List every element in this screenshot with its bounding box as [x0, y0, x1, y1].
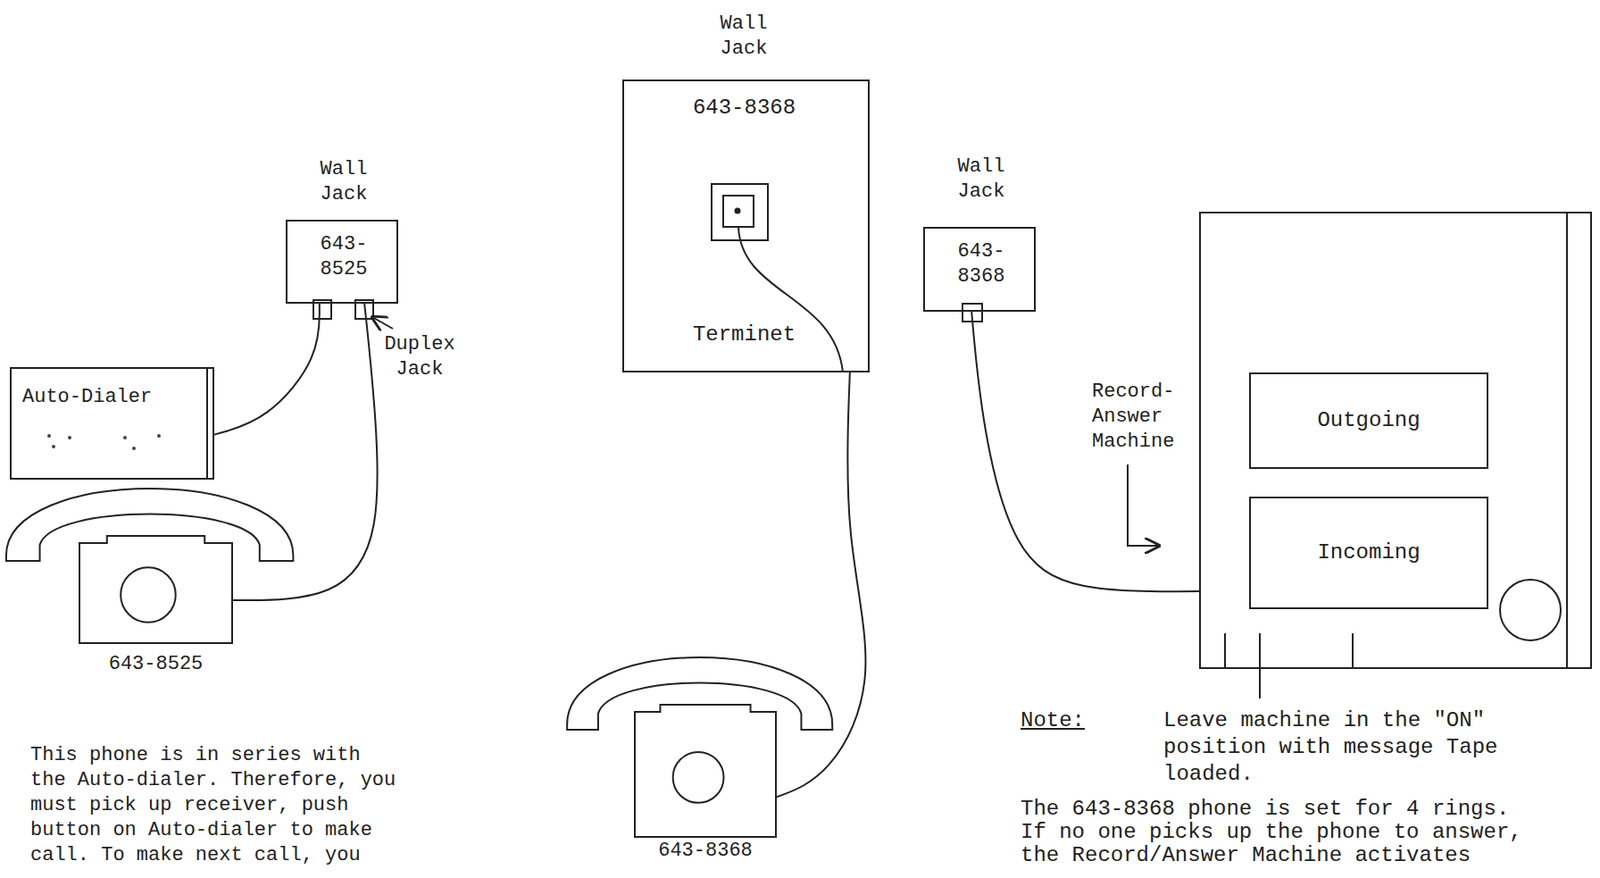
phone-body — [79, 535, 233, 643]
pointer-arrow — [1127, 464, 1159, 546]
telephone: 643-8525 — [79, 535, 233, 643]
phone-cord — [214, 303, 320, 435]
telephone-drawing — [634, 704, 776, 837]
phone-cord — [775, 372, 866, 798]
machine-edge — [1566, 211, 1568, 669]
record-answer-machine: OutgoingIncomingRecord- Answer Machine — [1199, 211, 1592, 669]
wall-jack: Wall Jack643- 8368 — [923, 226, 1036, 312]
phone-number: 643-8368 — [625, 838, 785, 864]
phone-body — [634, 704, 776, 837]
machine-switch — [1351, 633, 1354, 669]
machine-switch — [1224, 633, 1226, 669]
dialer-edge — [206, 366, 209, 480]
device-name: Auto-Dialer — [22, 384, 201, 410]
callout-label: Duplex Jack — [379, 332, 460, 383]
telephone: 643-8368 — [634, 704, 776, 837]
terminet-jack-pin — [735, 208, 741, 214]
phone-cord — [232, 303, 378, 600]
instruction-note: Leave machine in the "ON" position with … — [1163, 707, 1503, 788]
phone-handset — [6, 488, 293, 561]
slot-name: Incoming — [1316, 540, 1420, 566]
phone-cord — [971, 311, 1200, 592]
jack-heading: Wall Jack — [312, 157, 375, 208]
phone-number: 643-8525 — [70, 651, 242, 677]
tape-slot: Outgoing — [1249, 372, 1489, 469]
terminet-jack — [711, 183, 768, 241]
pointer-arrow — [372, 316, 393, 329]
dialer-specks — [47, 433, 161, 450]
phone-dial — [673, 751, 725, 803]
device-name: Terminet — [624, 322, 865, 348]
instruction-note: This phone is in series with the Auto-di… — [30, 742, 401, 868]
note-heading: Note: — [1020, 707, 1101, 734]
terminet-cord — [738, 226, 843, 373]
terminet: Wall Jack643-8368Terminet — [622, 79, 870, 373]
terminet-jack-inner — [723, 195, 754, 227]
telephone-drawing — [79, 535, 233, 643]
phone-number: 643-8368 — [624, 95, 865, 121]
auto-dialer: Auto-Dialer — [9, 366, 215, 480]
phone-number: 643- 8368 — [954, 239, 1009, 290]
wall-jack: Wall Jack643- 8525 — [285, 219, 399, 304]
tape-slot: Incoming — [1249, 496, 1489, 609]
jack-heading: Wall Jack — [950, 154, 1013, 205]
phone-number: 643- 8525 — [316, 232, 371, 283]
device-name: Record- Answer Machine — [1091, 379, 1185, 455]
machine-knob — [1500, 579, 1561, 641]
instruction-note: The 643-8368 phone is set for 4 rings. I… — [1020, 797, 1534, 867]
slot-name: Outgoing — [1316, 408, 1420, 434]
phone-handset — [566, 657, 833, 730]
leader-line — [1258, 633, 1261, 699]
jack-heading: Wall Jack — [712, 11, 775, 62]
phone-dial — [120, 566, 176, 623]
